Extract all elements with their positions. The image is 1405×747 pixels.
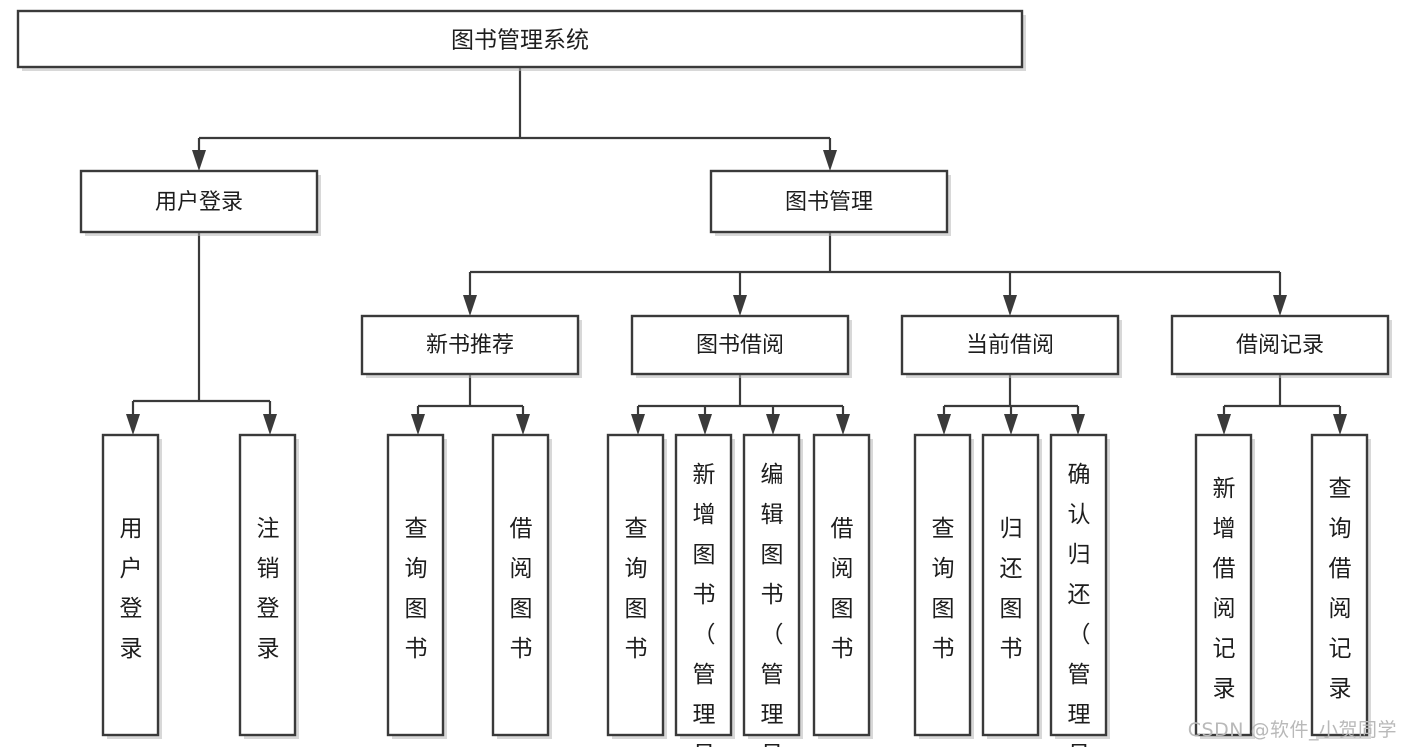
leaf-add-record[interactable]: 新增借阅记录 (1194, 433, 1255, 739)
node-box (900, 314, 1120, 376)
leaf-return-book-label: 归还图书 (1000, 516, 1023, 662)
node-current-borrow-label: 当前借阅 (966, 333, 1054, 358)
leaf-query-book-1-label: 查询图书 (405, 516, 428, 662)
arrowhead-current-borrow (1003, 295, 1017, 316)
arrowhead-user-login (192, 150, 206, 171)
leaf-borrow-book-2-label: 借阅图书 (831, 516, 854, 662)
arrowhead-leaf-borrow-book-2 (836, 414, 850, 435)
leaf-query-book-3[interactable]: 查询图书 (913, 433, 974, 739)
node-box (386, 433, 445, 737)
node-box (79, 169, 319, 234)
node-new-book-recommend[interactable]: 新书推荐 (360, 314, 582, 378)
arrowhead-leaf-borrow-book-1 (516, 414, 530, 435)
node-box (1194, 433, 1253, 737)
arrowhead-leaf-return-book (1004, 414, 1018, 435)
node-box (491, 433, 550, 737)
leaf-query-record-label: 查询借阅记录 (1329, 476, 1352, 702)
node-box (238, 433, 297, 737)
arrowhead-leaf-logout-login (263, 414, 277, 435)
leaf-logout-login[interactable]: 注销登录 (238, 433, 299, 739)
node-user-login-label: 用户登录 (155, 190, 243, 215)
node-box (742, 433, 801, 737)
arrowhead-book-borrow (733, 295, 747, 316)
node-root-title[interactable]: 图书管理系统 (16, 9, 1026, 71)
node-borrow-record[interactable]: 借阅记录 (1170, 314, 1392, 378)
leaf-query-record[interactable]: 查询借阅记录 (1310, 433, 1371, 739)
arrowhead-leaf-query-book-3 (937, 414, 951, 435)
leaf-query-book-1[interactable]: 查询图书 (386, 433, 447, 739)
node-box (16, 9, 1024, 69)
leaf-query-book-2-label: 查询图书 (625, 516, 648, 662)
leaf-user-login[interactable]: 用户登录 (101, 433, 162, 739)
leaf-add-book-label: 新增图书（管理员） (693, 462, 716, 747)
node-box (606, 433, 665, 737)
arrowhead-leaf-add-book (698, 414, 712, 435)
node-box (630, 314, 850, 376)
leaf-query-book-2[interactable]: 查询图书 (606, 433, 667, 739)
arrowhead-leaf-add-record (1217, 414, 1231, 435)
leaf-confirm-return-label: 确认归还（管理员） (1068, 462, 1091, 747)
node-book-management[interactable]: 图书管理 (709, 169, 951, 236)
node-user-login[interactable]: 用户登录 (79, 169, 321, 236)
node-book-management-label: 图书管理 (785, 190, 873, 215)
node-box (1310, 433, 1369, 737)
node-borrow-record-label: 借阅记录 (1236, 333, 1324, 358)
node-current-borrow[interactable]: 当前借阅 (900, 314, 1122, 378)
leaf-edit-book[interactable]: 编辑图书（管理员） (742, 433, 803, 747)
leaf-add-record-label: 新增借阅记录 (1213, 476, 1236, 702)
arrowhead-leaf-query-book-2 (631, 414, 645, 435)
arrowhead-book-mgmt (823, 150, 837, 171)
node-new-book-recommend-label: 新书推荐 (426, 333, 514, 358)
node-box (674, 433, 733, 737)
node-box (1170, 314, 1390, 376)
leaf-add-book[interactable]: 新增图书（管理员） (674, 433, 735, 747)
connector-layer (126, 67, 1347, 435)
node-root-title-label: 图书管理系统 (451, 28, 589, 54)
arrowhead-leaf-user-login (126, 414, 140, 435)
node-box (360, 314, 580, 376)
leaf-edit-book-label: 编辑图书（管理员） (761, 462, 784, 747)
node-box (981, 433, 1040, 737)
node-box (812, 433, 871, 737)
node-box (101, 433, 160, 737)
leaf-borrow-book-1-label: 借阅图书 (510, 516, 533, 662)
leaf-logout-login-label: 注销登录 (257, 516, 280, 662)
node-box (913, 433, 972, 737)
leaf-user-login-label: 用户登录 (120, 516, 143, 662)
arrowhead-leaf-edit-book (766, 414, 780, 435)
leaf-confirm-return[interactable]: 确认归还（管理员） (1049, 433, 1110, 747)
leaf-borrow-book-2[interactable]: 借阅图书 (812, 433, 873, 739)
node-book-borrow[interactable]: 图书借阅 (630, 314, 852, 378)
leaf-borrow-book-1[interactable]: 借阅图书 (491, 433, 552, 739)
arrowhead-leaf-confirm-return (1071, 414, 1085, 435)
arrowhead-leaf-query-book-1 (411, 414, 425, 435)
leaf-return-book[interactable]: 归还图书 (981, 433, 1042, 739)
node-box (709, 169, 949, 234)
node-book-borrow-label: 图书借阅 (696, 333, 784, 358)
node-box (1049, 433, 1108, 737)
arrowhead-leaf-query-record (1333, 414, 1347, 435)
arrowhead-new-book-recommend (463, 295, 477, 316)
arrowhead-borrow-record (1273, 295, 1287, 316)
leaf-query-book-3-label: 查询图书 (932, 516, 955, 662)
